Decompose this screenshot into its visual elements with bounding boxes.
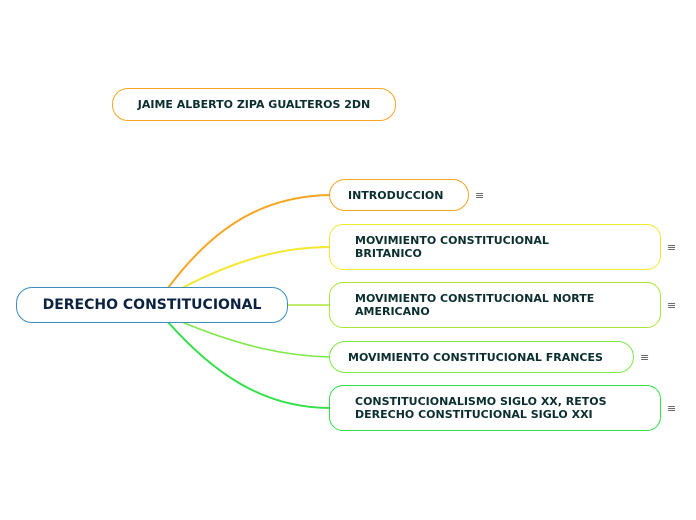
topic-node-introduccion[interactable]: INTRODUCCION — [329, 179, 469, 211]
notes-icon[interactable]: ≡ — [475, 189, 485, 202]
topic-label: CONSTITUCIONALISMO SIGLO XX, RETOS DEREC… — [355, 395, 607, 421]
topic-label: MOVIMIENTO CONSTITUCIONAL BRITANICO — [355, 234, 549, 260]
connector-frances — [181, 321, 331, 358]
connector-introduccion — [167, 194, 331, 289]
connector-britanico — [181, 246, 331, 289]
topic-label: INTRODUCCION — [348, 188, 444, 202]
topic-label: MOVIMIENTO CONSTITUCIONAL FRANCES — [348, 350, 603, 364]
author-node[interactable]: JAIME ALBERTO ZIPA GUALTEROS 2DN — [112, 88, 396, 121]
notes-icon[interactable]: ≡ — [640, 351, 650, 364]
connector-siglo-xx — [167, 321, 331, 409]
topic-label: MOVIMIENTO CONSTITUCIONAL NORTE AMERICAN… — [355, 292, 595, 318]
topic-node-norte-americano[interactable]: MOVIMIENTO CONSTITUCIONAL NORTE AMERICAN… — [329, 282, 661, 328]
topic-node-britanico[interactable]: MOVIMIENTO CONSTITUCIONAL BRITANICO — [329, 224, 661, 270]
author-label: JAIME ALBERTO ZIPA GUALTEROS 2DN — [137, 98, 371, 111]
notes-icon[interactable]: ≡ — [667, 241, 677, 254]
notes-icon[interactable]: ≡ — [667, 402, 677, 415]
root-topic-node[interactable]: DERECHO CONSTITUCIONAL — [16, 287, 288, 323]
notes-icon[interactable]: ≡ — [667, 299, 677, 312]
topic-node-siglo-xx[interactable]: CONSTITUCIONALISMO SIGLO XX, RETOS DEREC… — [329, 385, 661, 431]
topic-node-frances[interactable]: MOVIMIENTO CONSTITUCIONAL FRANCES — [329, 341, 634, 373]
root-topic-label: DERECHO CONSTITUCIONAL — [42, 296, 262, 313]
